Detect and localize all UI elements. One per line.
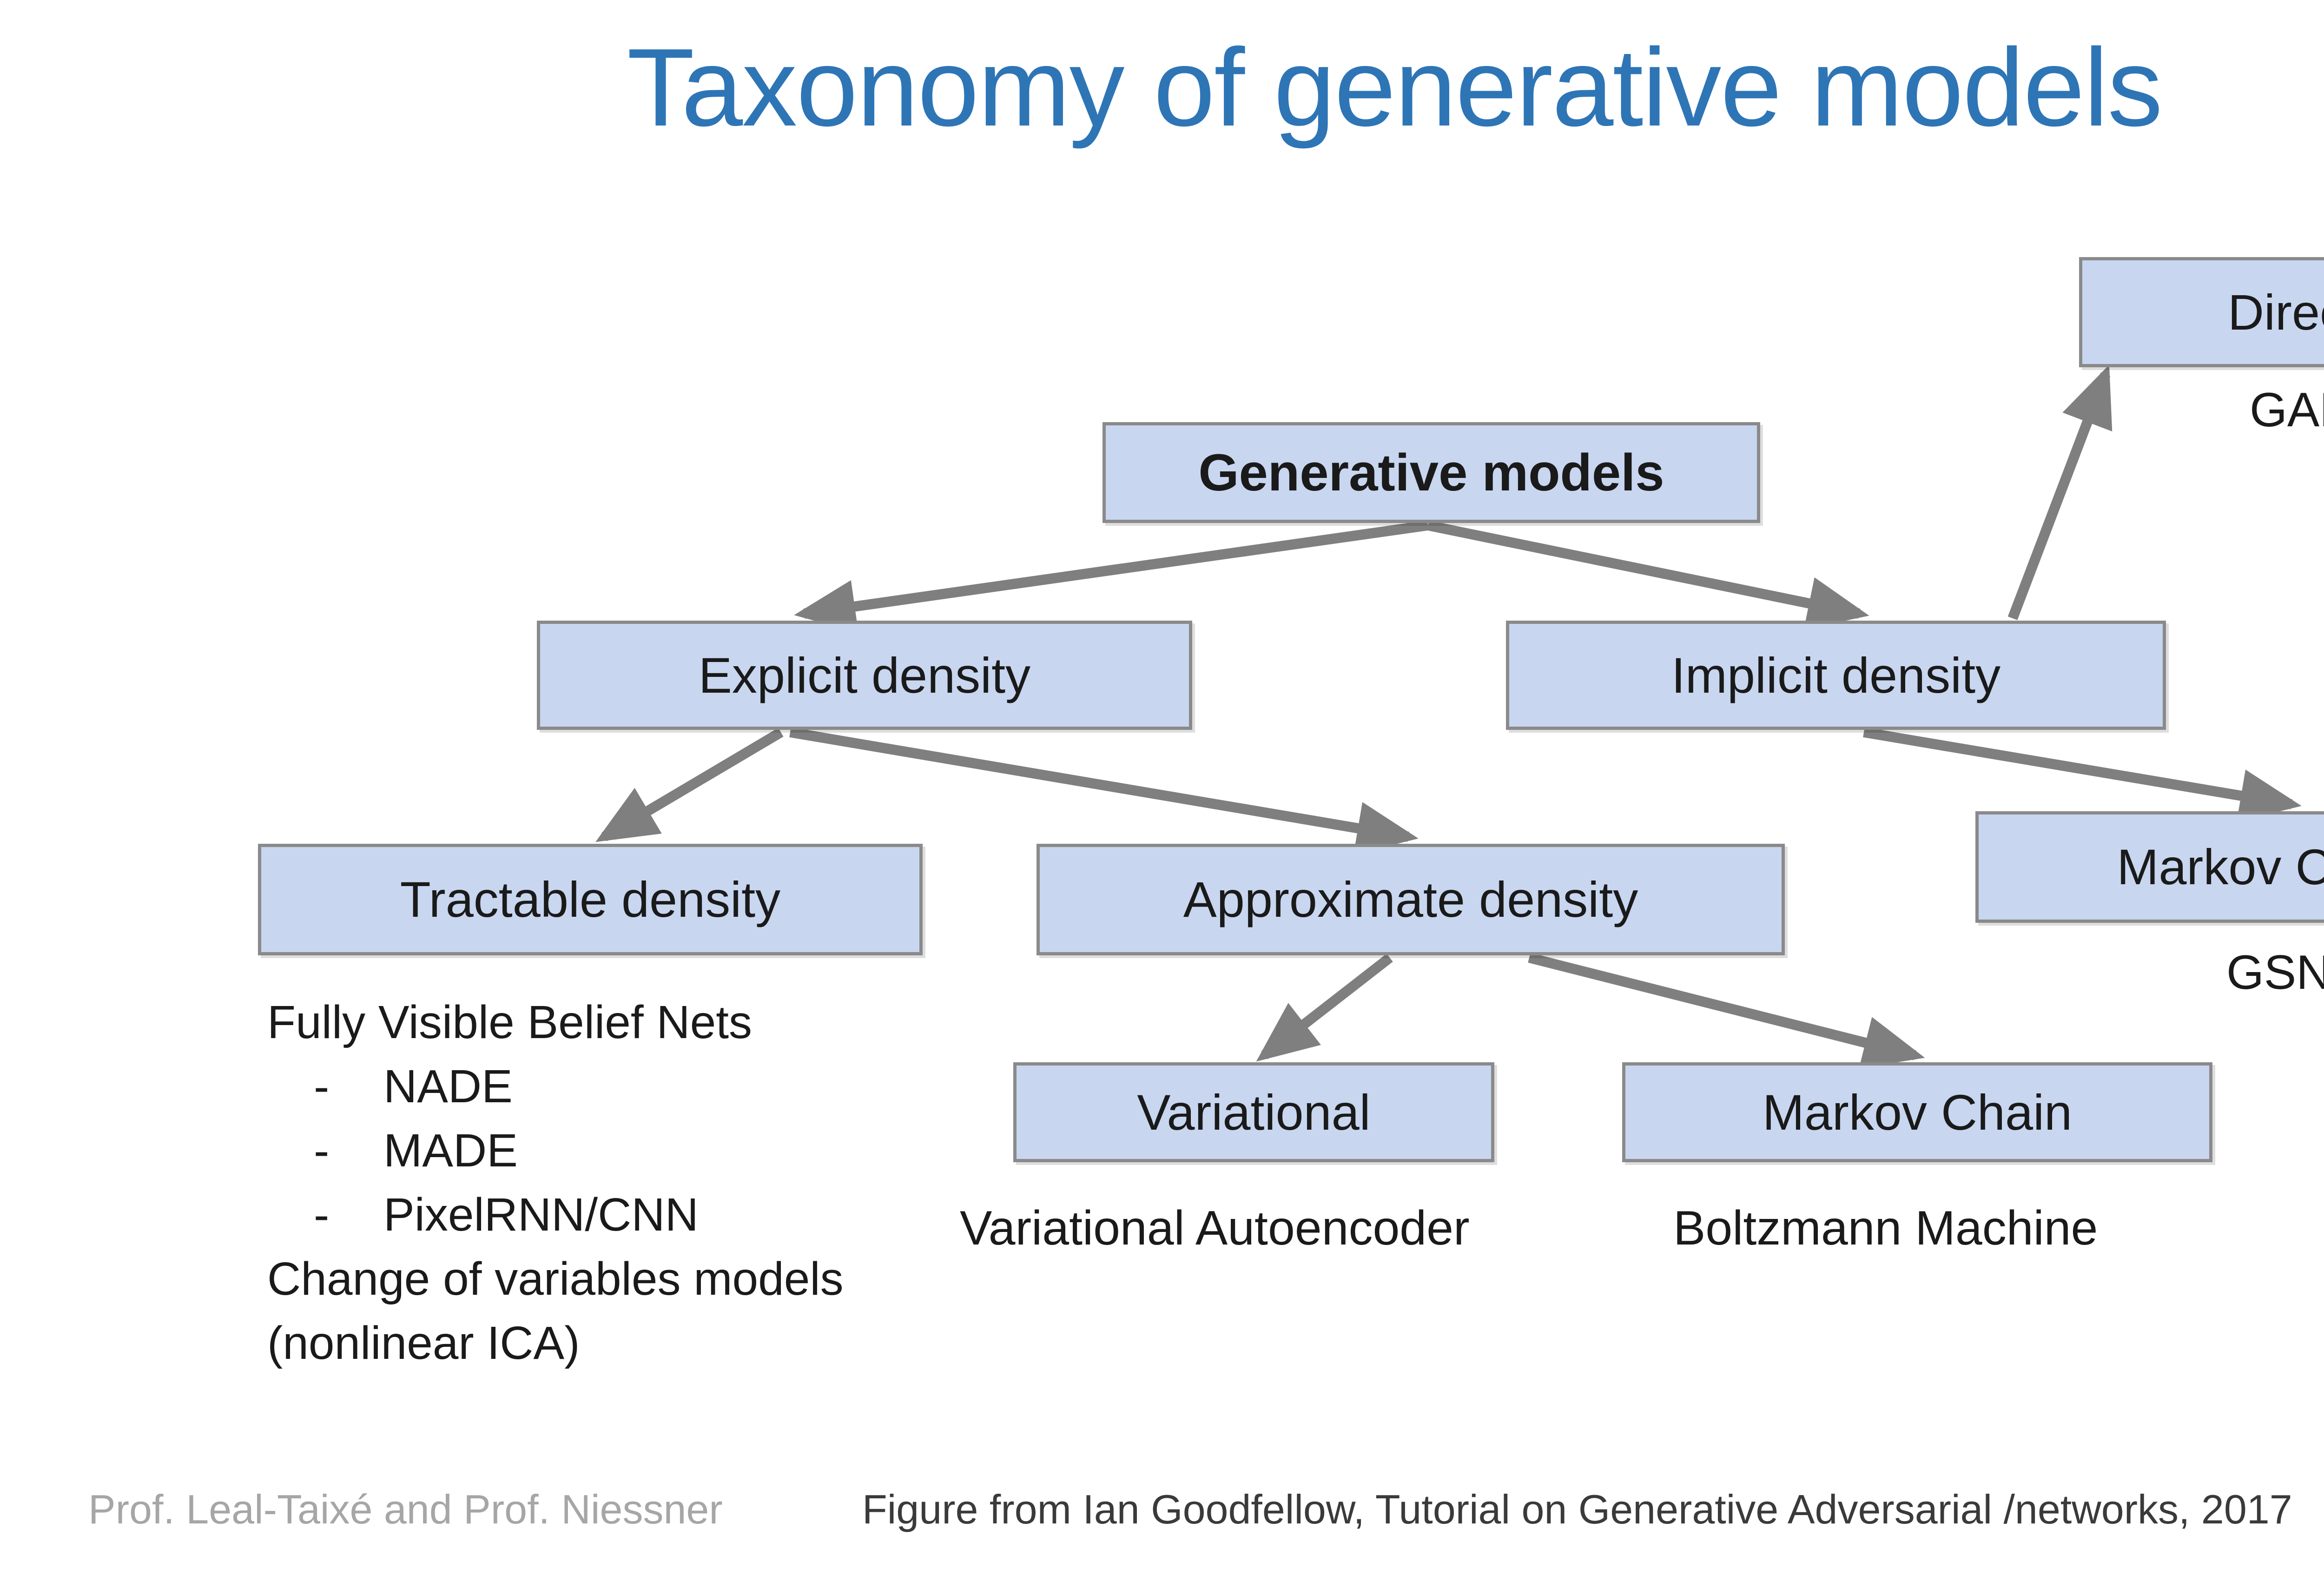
slide-footer: Prof. Leal-Taixé and Prof. Niessner Figu… bbox=[0, 1448, 2324, 1569]
node-markov-chain-bottom[interactable]: Markov Chain bbox=[1622, 1062, 2212, 1162]
node-label: Variational bbox=[1137, 1084, 1371, 1140]
node-tractable-density[interactable]: Tractable density bbox=[258, 844, 923, 955]
node-label: Generative models bbox=[1198, 443, 1664, 502]
node-implicit-density[interactable]: Implicit density bbox=[1506, 621, 2166, 730]
list-item: NADE bbox=[314, 1054, 1057, 1119]
tractable-details-heading: Fully Visible Belief Nets bbox=[267, 996, 753, 1048]
edge-implicit-to-direct bbox=[2007, 364, 2113, 620]
node-variational[interactable]: Variational bbox=[1013, 1062, 1494, 1162]
node-label: Tractable density bbox=[400, 871, 781, 927]
edge-explicit-to-tractable bbox=[595, 728, 784, 842]
tractable-density-details: Fully Visible Belief Nets NADE MADE Pixe… bbox=[267, 990, 1057, 1375]
node-direct[interactable]: Direct bbox=[2079, 257, 2324, 367]
footer-authors: Prof. Leal-Taixé and Prof. Niessner bbox=[88, 1486, 723, 1532]
node-generative-models[interactable]: Generative models bbox=[1103, 422, 1760, 523]
page-title: Taxonomy of generative models bbox=[627, 26, 2163, 149]
edge-implicit-to-markov-right bbox=[1863, 727, 2302, 822]
list-item: PixelRNN/CNN bbox=[314, 1183, 1057, 1247]
edge-generative-to-implicit bbox=[1426, 520, 1869, 629]
edge-generative-to-explicit bbox=[794, 520, 1429, 633]
node-label: Markov Chain bbox=[2117, 839, 2324, 895]
edge-explicit-to-approximate bbox=[789, 727, 1419, 855]
tractable-details-bullet-list: NADE MADE PixelRNN/CNN bbox=[267, 1054, 1057, 1247]
node-label: Direct bbox=[2227, 284, 2324, 340]
caption-boltzmann-machine: Boltzmann Machine bbox=[1673, 1201, 2098, 1255]
list-item: MADE bbox=[314, 1119, 1057, 1183]
caption-gan: GAN bbox=[2250, 383, 2324, 437]
node-label: Explicit density bbox=[698, 647, 1031, 703]
caption-gsn: GSN bbox=[2226, 946, 2324, 1000]
edge-approximate-to-markov bbox=[1528, 953, 1925, 1069]
node-explicit-density[interactable]: Explicit density bbox=[537, 621, 1192, 730]
node-label: Implicit density bbox=[1671, 647, 2001, 703]
node-approximate-density[interactable]: Approximate density bbox=[1037, 844, 1785, 955]
footer-source-attribution: Figure from Ian Goodfellow, Tutorial on … bbox=[862, 1486, 2292, 1532]
tractable-details-line-b: (nonlinear ICA) bbox=[267, 1317, 580, 1369]
node-markov-chain-right[interactable]: Markov Chain bbox=[1975, 811, 2324, 923]
node-label: Approximate density bbox=[1183, 871, 1638, 927]
node-label: Markov Chain bbox=[1762, 1084, 2073, 1140]
edge-approximate-to-variational bbox=[1256, 953, 1393, 1062]
tractable-details-line-a: Change of variables models bbox=[267, 1253, 844, 1305]
